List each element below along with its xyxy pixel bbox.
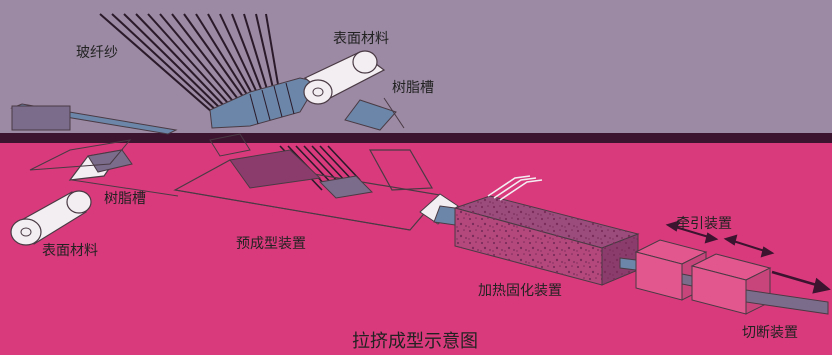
diagram-caption: 拉挤成型示意图 (352, 331, 478, 352)
resin-tank-top (344, 97, 405, 131)
upper-guide-hatch (249, 82, 295, 125)
surface-material-roller-left (10, 179, 179, 246)
label-cutting-device: 切断装置 (742, 325, 798, 341)
product-bar-output (745, 289, 829, 315)
label-glass-fiber: 玻纤纱 (76, 45, 118, 61)
heating-curing-device (453, 195, 640, 286)
label-traction-device: 牵引装置 (676, 216, 732, 232)
label-preforming-device: 预成型装置 (236, 236, 306, 252)
dark-stripe (0, 133, 832, 143)
resin-tank-left (29, 139, 133, 181)
surface-material-roller-top (303, 50, 386, 105)
label-resin-tank-left: 树脂槽 (104, 191, 146, 207)
heater-wires (487, 175, 543, 201)
preforming-device (173, 133, 442, 231)
label-surface-material-left: 表面材料 (42, 243, 98, 259)
output-arrow (771, 270, 831, 294)
left-feed-block (11, 105, 71, 131)
top-band (0, 0, 832, 133)
label-resin-tank-top: 树脂槽 (392, 80, 434, 96)
traction-device-block-2 (690, 253, 772, 315)
label-heating-curing-device: 加热固化装置 (478, 283, 562, 299)
traction-arrows (665, 220, 775, 258)
bottom-band (0, 143, 832, 355)
label-surface-material-top: 表面材料 (333, 31, 389, 47)
